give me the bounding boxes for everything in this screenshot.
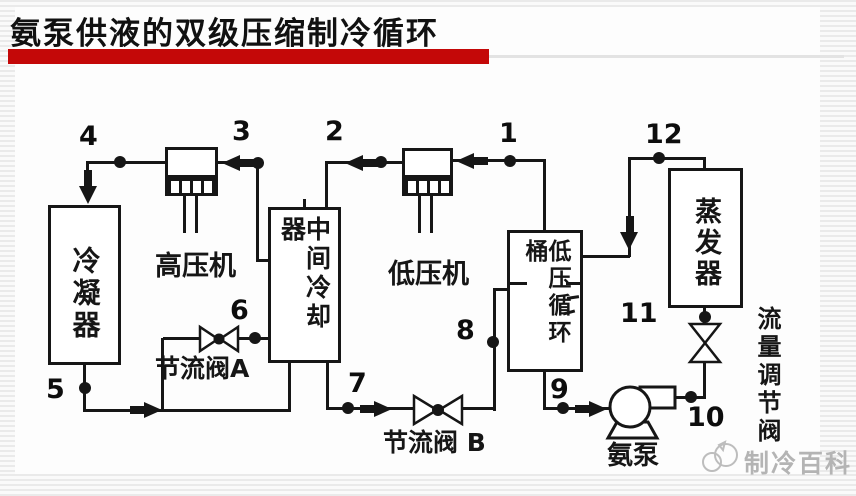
pipe-drum-feed (495, 288, 509, 291)
drum-level-tick (566, 282, 580, 285)
point-label-10: 10 (687, 402, 725, 433)
flow-arrow (360, 405, 374, 413)
hp-compressor-label: 高压机 (155, 251, 236, 282)
point-label-2: 2 (325, 116, 344, 147)
junction-dot-3 (252, 157, 264, 169)
lp-compressor-label: 低压机 (388, 259, 469, 290)
pipe-hp-suction (256, 161, 259, 261)
flow-arrow (84, 170, 92, 186)
flow-arrow-down-icon (620, 232, 638, 250)
pipe-wet-return (628, 157, 631, 257)
pipe-hp-suction (256, 259, 270, 262)
hp-compressor-body (165, 147, 218, 178)
pipe-hp-discharge (86, 161, 89, 175)
flow-arrow-right-icon (589, 401, 607, 417)
flow-arrow-down-icon (79, 186, 97, 204)
flow-arrow-right-icon (374, 401, 392, 417)
lp-circulation-drum-box: 低压循环桶 (507, 230, 583, 372)
refrigeration-wiki-logo (702, 440, 738, 472)
evaporator-label: 蒸发器 (690, 197, 721, 290)
pipe-valve-b-outlet (460, 407, 496, 410)
flow-arrow-left-icon (345, 155, 363, 171)
condenser-label: 冷凝器 (68, 246, 102, 342)
junction-dot-11 (699, 311, 711, 323)
pipe-lp-suction (543, 159, 546, 230)
lp-circulation-drum-label: 低压循环桶 (521, 239, 570, 347)
junction-dot-4 (114, 156, 126, 168)
flow-arrow (474, 157, 488, 165)
junction-dot-8 (487, 336, 499, 348)
point-label-11: 11 (620, 298, 658, 329)
pipe-hp-discharge (88, 161, 165, 164)
point-label-8: 8 (456, 315, 475, 346)
point-label-1: 1 (499, 118, 518, 149)
point-label-4: 4 (79, 121, 98, 152)
junction-dot-9 (557, 402, 569, 414)
intercooler-label: 中间冷却器 (277, 216, 332, 332)
point-label-3: 3 (232, 116, 251, 147)
page-stripe-left (0, 0, 15, 496)
junction-dot-2 (375, 156, 387, 168)
hp-compressor-valve-plate (165, 178, 218, 196)
flow-regulating-valve-label: 流量调节阀 (753, 306, 781, 446)
pipe-lp-suction (453, 159, 545, 162)
pipe-intercooler-outlet (326, 361, 329, 410)
pipe-lp-discharge (325, 161, 328, 207)
evaporator-box: 蒸发器 (668, 168, 743, 308)
lp-compressor-leg (430, 196, 433, 233)
hp-compressor-leg (195, 196, 198, 233)
hp-compressor-leg (183, 196, 186, 233)
flow-arrow (363, 159, 379, 167)
title-underline-bar (8, 49, 489, 64)
flow-arrow-left-icon (456, 153, 474, 169)
flow-arrow (626, 216, 634, 232)
pipe-drum-feed (493, 288, 496, 411)
ammonia-pump-icon (605, 385, 677, 440)
page-stripe-top (0, 0, 856, 7)
throttle-valve-a-icon (198, 324, 240, 354)
watermark-text: 制冷百科 (744, 449, 853, 478)
point-label-5: 5 (46, 374, 65, 405)
pipe-valve-a-branch (161, 338, 164, 412)
lp-compressor-leg (418, 196, 421, 233)
junction-dot-5 (79, 382, 91, 394)
drum-level-tick (510, 282, 527, 285)
page-stripe-bottom (0, 474, 856, 496)
junction-dot-1 (504, 155, 516, 167)
junction-dot-12 (653, 152, 665, 164)
pipe-evaporator-feed (703, 361, 706, 399)
junction-dot-7 (342, 402, 354, 414)
junction-dot-10 (685, 391, 697, 403)
pipe-wet-return (583, 255, 630, 258)
throttle-valve-b-icon (412, 393, 464, 427)
junction-dot-6 (249, 332, 261, 344)
pipe-evaporator-outlet (703, 157, 706, 169)
ammonia-pump-label: 氨泵 (607, 441, 660, 471)
flow-regulating-valve-icon (687, 322, 723, 364)
flow-arrow (240, 159, 254, 167)
lp-compressor-valve-plate (402, 178, 453, 196)
intercooler-top-tick (303, 199, 306, 208)
flow-arrow-right-icon (144, 402, 162, 418)
pipe-evaporator-outlet (628, 157, 706, 160)
page-title: 氨泵供液的双级压缩制冷循环 (10, 16, 439, 51)
pipe-pump-suction (543, 370, 546, 410)
flow-arrow (130, 406, 144, 414)
throttle-valve-b-label: 节流阀 B (383, 428, 486, 457)
pipe-liquid-main (85, 409, 291, 412)
point-label-12: 12 (645, 119, 683, 150)
point-label-6: 6 (230, 295, 249, 326)
header-rule-line (489, 55, 844, 58)
flow-arrow-left-icon (222, 155, 240, 171)
flow-arrow (575, 405, 589, 413)
pipe-valve-a-branch (163, 337, 202, 340)
point-label-7: 7 (348, 368, 367, 399)
pipe-coil-inlet (288, 361, 291, 412)
throttle-valve-a-label: 节流阀A (155, 354, 250, 383)
page-stripe-right (820, 0, 856, 496)
point-label-9: 9 (550, 374, 569, 405)
condenser-box: 冷凝器 (48, 205, 121, 365)
intercooler-box: 中间冷却器 (268, 207, 341, 363)
lp-compressor-body (402, 148, 453, 178)
